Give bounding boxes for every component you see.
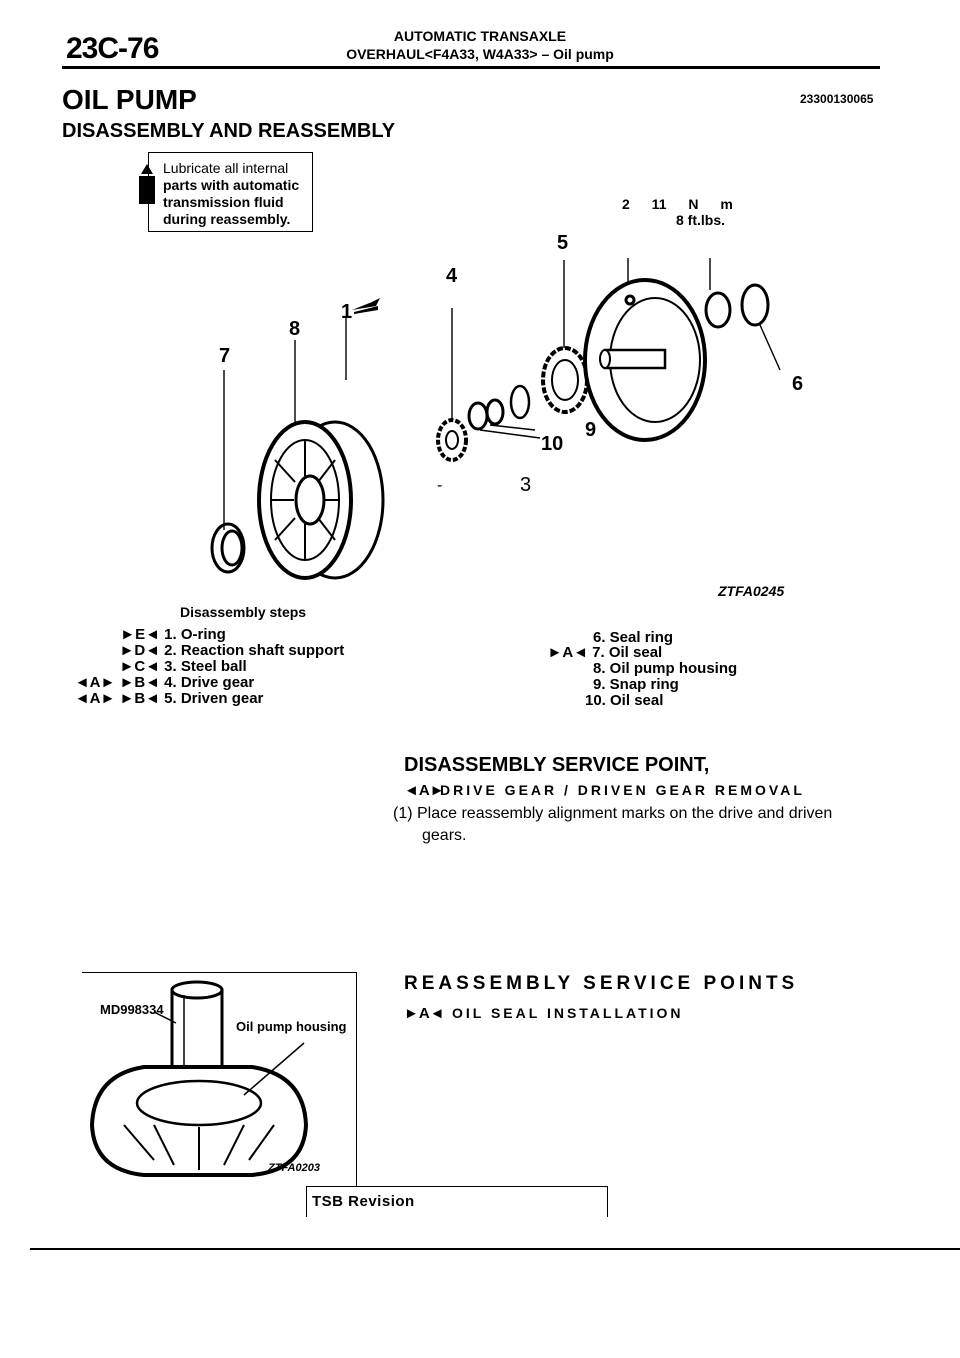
step-marker: ►E◄	[120, 626, 160, 643]
callout-6: 6	[792, 373, 804, 395]
callout-9: 9	[585, 419, 597, 441]
note-line-1: Lubricate all internal	[163, 160, 289, 176]
disassembly-marker: ◄A►	[404, 782, 445, 799]
step-right-10: 10. Oil seal	[585, 692, 664, 709]
reassembly-service-heading: REASSEMBLY SERVICE POINTS	[404, 973, 799, 994]
torque-nm: 2 11 N m	[622, 196, 733, 212]
callout-4: 4	[446, 265, 458, 287]
step-marker: ◄A► ►B◄	[74, 674, 160, 691]
step-left-4: ◄A► ►B◄ 4. Drive gear	[50, 674, 360, 691]
reassembly-marker: ►A◄	[404, 1005, 445, 1022]
figure2-code: ZTFA0203	[268, 1162, 320, 1174]
step-left-2: ►D◄ 2. Reaction shaft support	[90, 642, 360, 659]
reassembly-subheading: OIL SEAL INSTALLATION	[452, 1005, 684, 1021]
figure2-part-label: Oil pump housing	[236, 1019, 347, 1034]
tsb-box	[306, 1186, 608, 1217]
disassembly-step-1-cont: gears.	[422, 827, 467, 844]
step-marker: ►C◄	[119, 658, 160, 675]
callout-1: 1	[341, 301, 353, 323]
step-left-1: ►E◄ 1. O-ring	[90, 626, 360, 643]
footer-rule	[30, 1248, 960, 1250]
step-marker: ◄A► ►B◄	[74, 690, 160, 707]
callout-5: 5	[557, 232, 569, 254]
step-left-5: ◄A► ►B◄ 5. Driven gear	[50, 690, 360, 707]
step-marker: ►A◄	[547, 644, 588, 661]
section-subtitle: OVERHAUL<F4A33, W4A33> – Oil pump	[346, 46, 614, 62]
figure1-code: ZTFA0245	[718, 583, 785, 599]
step-right-8: 8. Oil pump housing	[593, 660, 738, 677]
callout-8: 8	[289, 318, 301, 340]
oil-seal-installer-diagram	[89, 980, 309, 1177]
page-title: OIL PUMP	[62, 84, 197, 115]
step-left-3: ►C◄ 3. Steel ball	[90, 658, 360, 675]
callout-7: 7	[219, 345, 231, 367]
header-rule	[62, 66, 880, 69]
step-right-6: 6. Seal ring	[593, 629, 674, 646]
doc-code: 23300130065	[800, 92, 874, 106]
note-line-4: during reassembly.	[163, 211, 291, 227]
section-title: AUTOMATIC TRANSAXLE	[393, 28, 567, 44]
figure2-tool-label: MD998334	[100, 1002, 164, 1017]
callout-3: 3	[520, 474, 532, 496]
torque-ftlbs: 8 ft.lbs.	[676, 212, 726, 228]
disassembly-step-1: (1) Place reassembly alignment marks on …	[393, 805, 833, 822]
disassembly-service-heading: DISASSEMBLY SERVICE POINT,	[404, 754, 710, 776]
oil-can-icon	[139, 162, 155, 204]
callout-1-arrow-icon	[352, 298, 380, 319]
steps-heading: Disassembly steps	[180, 604, 307, 620]
section-heading: DISASSEMBLY AND REASSEMBLY	[62, 120, 396, 142]
note-line-2: parts with automatic	[163, 177, 300, 193]
tsb-revision: TSB Revision	[312, 1193, 415, 1210]
step-right-7: ►A◄ 7. Oil seal	[520, 644, 662, 661]
disassembly-subheading: DRIVE GEAR / DRIVEN GEAR REMOVAL	[440, 782, 805, 798]
figure2-frame	[82, 972, 357, 1187]
callout-3-dash: -	[437, 477, 443, 494]
callout-10: 10	[541, 433, 564, 455]
note-line-3: transmission fluid	[163, 194, 284, 210]
exploded-view-diagram	[210, 258, 781, 580]
step-marker: ►D◄	[119, 642, 160, 659]
page-number: 23C-76	[66, 32, 159, 65]
step-right-9: 9. Snap ring	[593, 676, 679, 693]
